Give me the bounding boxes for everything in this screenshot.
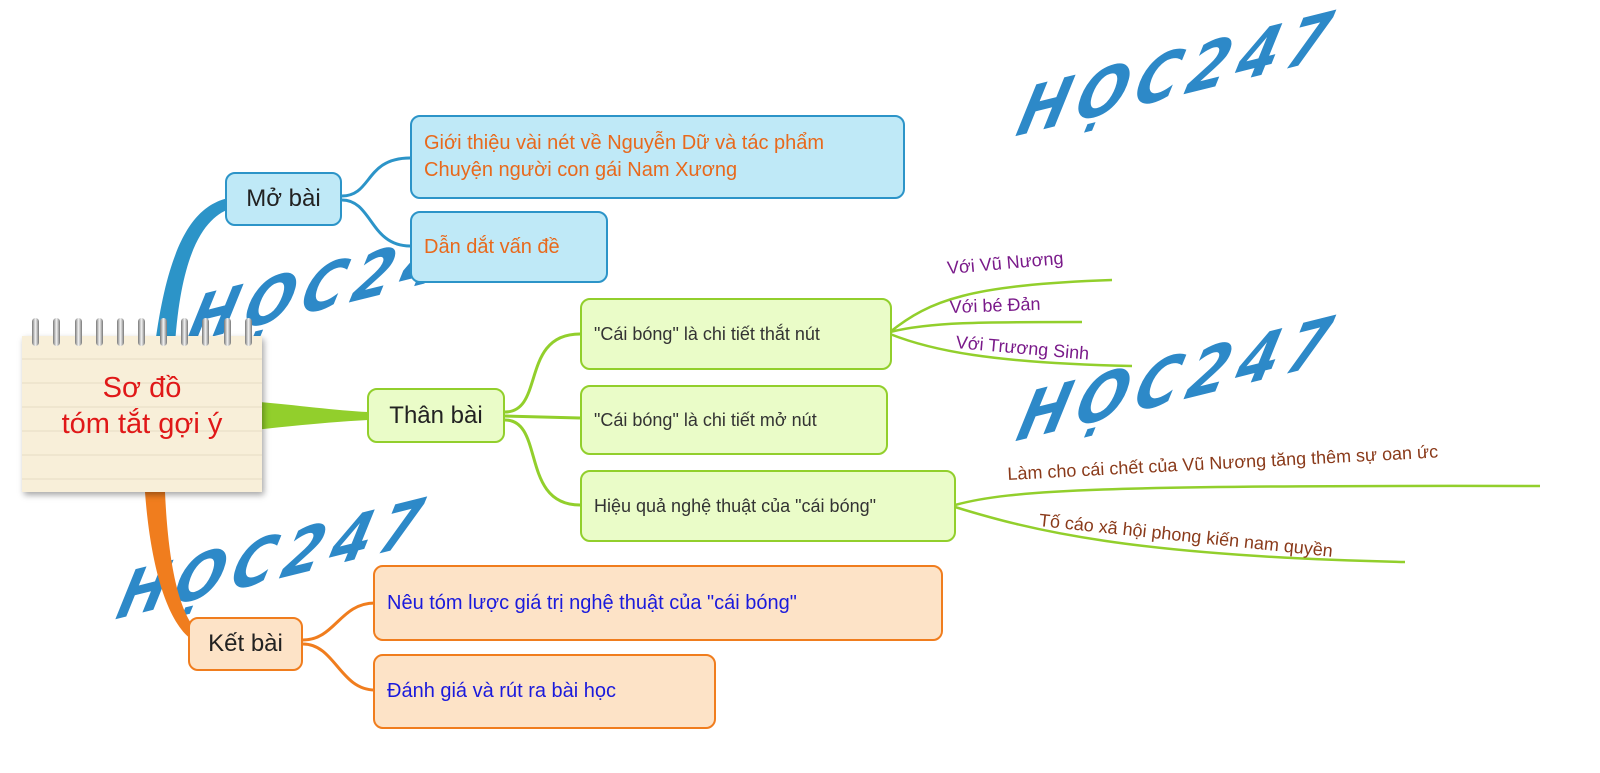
mo-bai-sub-connector-1 (341, 156, 411, 198)
ket-bai-item-2-text: Đánh giá và rút ra bài học (387, 680, 617, 702)
than-bai-item-2-text: "Cái bóng" là chi tiết mở nút (594, 409, 817, 430)
ket-bai-item-1-text: Nêu tóm lược giá trị nghệ thuật của "cái… (387, 591, 797, 614)
ket-bai-sub-connector-1 (302, 601, 376, 642)
than-bai-item-1[interactable]: "Cái bóng" là chi tiết thắt nút (580, 298, 892, 370)
mo-bai-sub-connector-2 (341, 198, 411, 248)
mo-bai-item-2-text: Dẫn dắt vấn đề (424, 235, 560, 258)
center-notepad: Sơ đồ tóm tắt gợi ý (22, 318, 268, 494)
notepad-paper (22, 336, 262, 492)
mo-bai-label: Mở bài (246, 185, 321, 212)
ket-bai-sub-connector-2 (302, 642, 376, 692)
hieu-qua-branch-2 (954, 505, 1406, 564)
mo-bai-item-1-text: Giới thiệu vài nét về Nguyễn Dữ và tác p… (424, 132, 825, 181)
that-nut-branch-1 (889, 278, 1113, 333)
mo-bai-connector (155, 198, 232, 345)
that-nut-branch-3 (889, 332, 1133, 368)
than-bai-item-1-text: "Cái bóng" là chi tiết thắt nút (594, 323, 820, 344)
center-title-line2: tóm tắt gợi ý (61, 408, 223, 440)
than-bai-connector (236, 400, 368, 432)
mo-bai-node[interactable]: Mở bài (225, 172, 342, 226)
than-bai-item-3-text: Hiệu quả nghệ thuật của "cái bóng" (594, 495, 876, 516)
ket-bai-label: Kết bài (208, 630, 283, 657)
center-title-line1: Sơ đồ (102, 372, 182, 404)
ket-bai-node[interactable]: Kết bài (188, 617, 303, 671)
that-nut-sub-2: Với bé Đản (949, 293, 1041, 318)
hieu-qua-branch-1 (954, 484, 1541, 507)
ket-bai-connector (145, 492, 198, 640)
that-nut-branch-2 (889, 320, 1083, 334)
mo-bai-item-2[interactable]: Dẫn dắt vấn đề (410, 211, 608, 283)
than-bai-node[interactable]: Thân bài (367, 388, 505, 443)
than-bai-sub-connector-3 (504, 418, 581, 507)
than-bai-sub-connector-2 (504, 414, 581, 420)
than-bai-sub-connector-1 (504, 332, 581, 414)
center-title: Sơ đồ tóm tắt gợi ý (22, 370, 262, 442)
than-bai-item-2[interactable]: "Cái bóng" là chi tiết mở nút (580, 385, 888, 455)
mo-bai-item-1[interactable]: Giới thiệu vài nét về Nguyễn Dữ và tác p… (410, 115, 905, 199)
ket-bai-item-1[interactable]: Nêu tóm lược giá trị nghệ thuật của "cái… (373, 565, 943, 641)
than-bai-label: Thân bài (389, 401, 483, 429)
than-bai-item-3[interactable]: Hiệu quả nghệ thuật của "cái bóng" (580, 470, 956, 542)
notepad-rings (32, 318, 252, 348)
ket-bai-item-2[interactable]: Đánh giá và rút ra bài học (373, 654, 716, 729)
